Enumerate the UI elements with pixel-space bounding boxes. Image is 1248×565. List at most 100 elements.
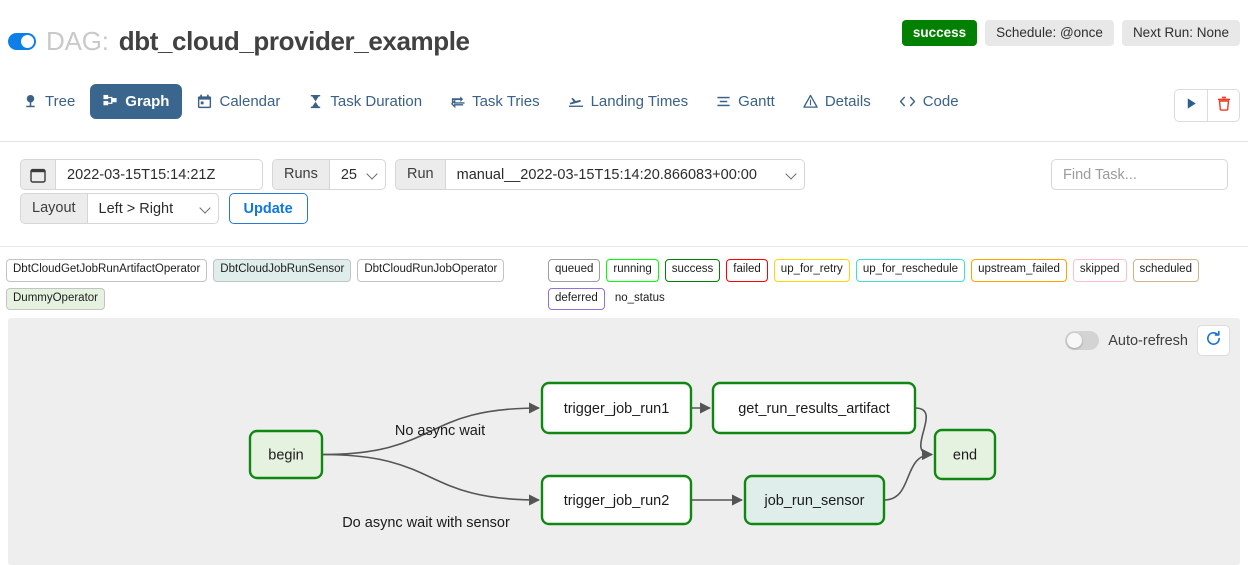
status-badge: success	[901, 20, 978, 46]
tab-gantt[interactable]: Gantt	[703, 84, 788, 119]
state-legend-chip[interactable]: up_for_retry	[773, 259, 850, 282]
graph-node[interactable]: job_run_sensor	[743, 474, 886, 526]
tab-landing-times[interactable]: Landing Times	[555, 84, 702, 119]
layout-label: Layout	[20, 193, 88, 224]
graph-edge	[914, 407, 934, 461]
run-id-value: manual__2022-03-15T15:14:20.866083+00:00	[456, 166, 757, 183]
graph-node-label: trigger_job_run2	[564, 493, 670, 509]
dag-graph-canvas[interactable]: begin trigger_job_run1 get_run_results_art…	[8, 318, 1240, 565]
graph-node[interactable]: trigger_job_run2	[540, 474, 693, 526]
state-legend-chip: no_status	[614, 291, 665, 304]
tab-label: Landing Times	[590, 93, 689, 110]
state-legend-chip[interactable]: skipped	[1072, 259, 1127, 282]
dag-filter-toolbar: 2022-03-15T15:14:21Z Runs 25 Run manual_…	[0, 143, 1248, 247]
num-runs-value: 25	[340, 166, 357, 183]
dag-graph-panel: Auto-refresh begin trigger_job_run1 get_ru…	[8, 318, 1240, 565]
state-legend-chip[interactable]: upstream_failed	[971, 259, 1067, 282]
schedule-badge[interactable]: Schedule: @once	[985, 20, 1114, 46]
page-title: dbt_cloud_provider_example	[118, 26, 470, 56]
graph-edge-label: No async wait	[395, 423, 485, 439]
tab-task-tries[interactable]: Task Tries	[437, 84, 553, 119]
retry-icon	[450, 94, 465, 109]
chevron-down-icon	[366, 167, 378, 180]
auto-refresh-control: Auto-refresh	[1065, 325, 1230, 356]
base-date-input[interactable]: 2022-03-15T15:14:21Z	[55, 159, 263, 190]
graph-node[interactable]: trigger_job_run1	[540, 381, 693, 435]
dag-view-tabs: Tree Graph Calendar Task Duration	[10, 84, 972, 119]
dag-pause-toggle[interactable]	[8, 33, 36, 50]
num-runs-select[interactable]: 25	[328, 159, 386, 190]
graph-node[interactable]: end	[933, 428, 997, 481]
find-task-input[interactable]: Find Task...	[1051, 159, 1228, 190]
tab-label: Graph	[125, 93, 170, 110]
auto-refresh-toggle[interactable]	[1065, 331, 1100, 350]
update-button[interactable]: Update	[228, 193, 308, 224]
graph-nodes: begin trigger_job_run1 get_run_results_art…	[248, 381, 997, 526]
operator-legend-chip[interactable]: DummyOperator	[6, 287, 105, 310]
refresh-icon	[1205, 330, 1222, 352]
tab-code[interactable]: Code	[886, 84, 972, 119]
chevron-down-icon	[198, 201, 211, 214]
tab-tree[interactable]: Tree	[10, 84, 88, 119]
hourglass-icon	[308, 94, 323, 109]
graph-node-label: begin	[268, 448, 303, 464]
next-run-badge: Next Run: None	[1121, 20, 1240, 46]
run-label: Run	[395, 159, 446, 190]
state-legend-chip[interactable]: up_for_reschedule	[855, 259, 966, 282]
auto-refresh-label: Auto-refresh	[1108, 332, 1188, 349]
graph-edge-labels: No async wait Do async wait with sensor	[342, 423, 510, 531]
calendar-icon[interactable]	[20, 159, 56, 190]
state-legend-chip[interactable]: deferred	[548, 287, 605, 310]
state-legend-chip[interactable]: failed	[726, 259, 768, 282]
base-date-group: 2022-03-15T15:14:21Z	[20, 159, 263, 190]
graph-icon	[103, 94, 118, 109]
header-badge-group: success Schedule: @once Next Run: None	[901, 20, 1240, 46]
chevron-down-icon	[784, 167, 797, 180]
page-header: DAG: dbt_cloud_provider_example success …	[0, 0, 1248, 72]
tab-task-duration[interactable]: Task Duration	[295, 84, 435, 119]
state-legend-chip[interactable]: success	[664, 259, 721, 282]
trigger-dag-button[interactable]	[1174, 89, 1207, 122]
num-runs-group: Runs 25	[272, 159, 386, 190]
tab-label: Code	[922, 93, 959, 110]
state-legend-chip[interactable]: scheduled	[1132, 259, 1199, 282]
layout-value: Left > Right	[98, 200, 174, 217]
graph-node-label: end	[953, 448, 977, 464]
graph-edge	[321, 402, 541, 456]
layout-select[interactable]: Left > Right	[86, 193, 219, 224]
tab-details[interactable]: Details	[790, 84, 884, 119]
delete-dag-button[interactable]	[1207, 89, 1240, 122]
graph-node[interactable]: begin	[248, 429, 324, 480]
graph-node[interactable]: get_run_results_artifact	[711, 381, 917, 435]
operator-legend-chip[interactable]: DbtCloudJobRunSensor	[213, 259, 352, 282]
run-id-select[interactable]: manual__2022-03-15T15:14:20.866083+00:00	[444, 159, 805, 190]
tree-icon	[23, 94, 38, 109]
operator-legend-chip[interactable]: DbtCloudGetJobRunArtifactOperator	[6, 259, 208, 282]
filter-row-primary: 2022-03-15T15:14:21Z Runs 25 Run manual_…	[20, 159, 805, 190]
trash-icon	[1217, 96, 1231, 116]
graph-edges	[321, 402, 934, 506]
dag-title: DAG: dbt_cloud_provider_example	[8, 26, 470, 57]
refresh-button[interactable]	[1197, 325, 1230, 356]
state-legend-chip[interactable]: running	[606, 259, 659, 282]
calendar-icon	[197, 94, 212, 109]
graph-node-label: trigger_job_run1	[564, 401, 670, 417]
landing-icon	[568, 94, 584, 109]
tab-label: Task Tries	[472, 93, 540, 110]
operator-legend-chip[interactable]: DbtCloudRunJobOperator	[357, 259, 505, 282]
graph-node-label: job_run_sensor	[764, 493, 865, 509]
tab-label: Calendar	[219, 93, 281, 110]
run-id-group: Run manual__2022-03-15T15:14:20.866083+0…	[395, 159, 805, 190]
state-legend-chip[interactable]: queued	[548, 259, 601, 282]
gantt-icon	[716, 94, 731, 109]
graph-edge-label: Do async wait with sensor	[342, 515, 510, 531]
details-icon	[803, 94, 818, 109]
tab-label: Details	[824, 93, 871, 110]
tab-calendar[interactable]: Calendar	[184, 84, 293, 119]
dag-prefix-label: DAG:	[46, 26, 109, 56]
tab-graph[interactable]: Graph	[90, 84, 183, 119]
